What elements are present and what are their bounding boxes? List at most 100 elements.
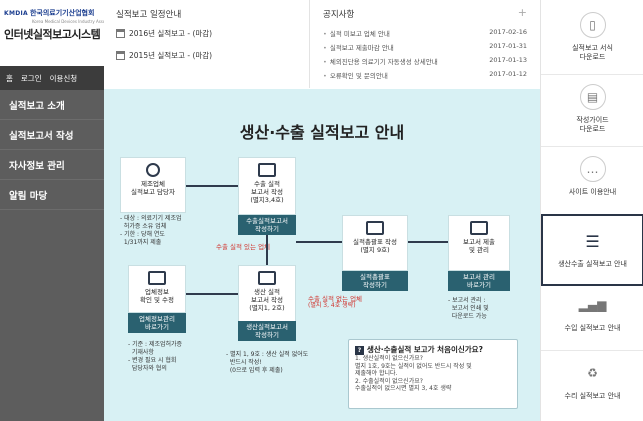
- flow-arrow: [186, 185, 238, 187]
- sidebar-item-write-report[interactable]: 실적보고서 작성: [0, 120, 104, 150]
- schedule-panel: 실적보고 일정안내 2016년 실적보고 - (마감) 2015년 실적보고 -…: [104, 0, 310, 88]
- notice-text: 실적 미보고 업체 안내: [329, 30, 390, 38]
- signup-link[interactable]: 이용신청: [49, 73, 78, 83]
- notice-row[interactable]: •실적 미보고 업체 안내 2017-02-16: [323, 28, 527, 38]
- faq-line: 1. 생산실적이 없으신가요?: [355, 355, 423, 362]
- production-note: - 별지 1, 9호 : 생산 실적 없어도 반드시 작성! (0으로 입력 후…: [226, 351, 309, 374]
- document-icon: ▯: [579, 12, 606, 38]
- step-submit-label: 보고서 제출 및 관리: [463, 238, 495, 254]
- export-no-label: 수출 실적 없는 업체: [308, 295, 363, 303]
- step-company-label: 업체정보 확인 및 수정: [139, 288, 175, 304]
- recycle-icon: ♻: [579, 360, 606, 386]
- notice-text: 실적보고 제출마감 안내: [329, 44, 394, 52]
- notice-panel: 공지사항 + •실적 미보고 업체 안내 2017-02-16 •실적보고 제출…: [311, 0, 539, 88]
- chat-icon: …: [579, 156, 606, 182]
- notice-date: 2017-01-12: [489, 70, 527, 78]
- schedule-item-label: 2015년 실적보고 - (마감): [129, 51, 213, 60]
- quick-site-guide-label: 사이트 이용안내: [568, 188, 617, 196]
- bar-chart-icon: ▂▄▆: [579, 292, 606, 318]
- company-note: - 기준 : 제조업허가증 기재사항 - 변경 필요 시 협회 담당자와 협의: [128, 341, 183, 372]
- faq-title: 생산·수출실적 보고가 처음이신가요?: [367, 345, 483, 354]
- step-summary: 실적총괄표 작성 (별지 9호): [342, 215, 408, 271]
- quick-import-report[interactable]: ▂▄▆ 수입 실적보고 안내: [541, 292, 643, 346]
- flow-arrow: [266, 235, 268, 265]
- logo-mark: KMDIA: [4, 9, 28, 17]
- question-icon: ?: [355, 346, 364, 355]
- more-icon[interactable]: +: [517, 6, 527, 19]
- quick-guide-download[interactable]: ▤ 작성가이드 다운로드: [541, 84, 643, 144]
- export-report-button[interactable]: 수출실적보고서 작성하기: [238, 215, 296, 235]
- monitor-icon: [148, 271, 166, 285]
- flow-arrow: [296, 241, 342, 243]
- notice-text: 체외진단용 의료기기 자동생성 상세안내: [329, 58, 438, 66]
- notice-row[interactable]: •실적보고 제출마감 안내 2017-01-31: [323, 42, 527, 52]
- bullet-icon: •: [323, 58, 327, 66]
- person-icon: [146, 163, 160, 177]
- schedule-item-label: 2016년 실적보고 - (마감): [129, 29, 213, 38]
- site-logo[interactable]: KMDIA 한국의료기기산업협회 Korea Medical Devices I…: [0, 0, 119, 66]
- book-icon: [366, 221, 384, 235]
- step-company: 업체정보 확인 및 수정: [128, 265, 186, 313]
- export-yes-label: 수출 실적 있는 업체: [216, 243, 271, 251]
- login-link[interactable]: 로그인: [20, 73, 42, 83]
- faq-line: 2. 수출실적이 없으신가요?: [355, 377, 423, 385]
- sidebar-item-company-info[interactable]: 자사정보 관리: [0, 150, 104, 180]
- quick-form-download-label: 실적보고 서식 다운로드: [572, 44, 613, 61]
- database-icon: ☰: [579, 228, 606, 254]
- quick-form-download[interactable]: ▯ 실적보고 서식 다운로드: [541, 12, 643, 72]
- faq-line: 제출해야 합니다.: [355, 370, 398, 377]
- manager-note: - 대상 : 의료기기 제조업 허가증 소유 업체 - 기한 : 당해 연도 1…: [120, 215, 182, 246]
- schedule-title: 실적보고 일정안내: [116, 10, 182, 20]
- quick-site-guide[interactable]: … 사이트 이용안내: [541, 156, 643, 210]
- notice-row[interactable]: •오류확인 및 문의안내 2017-01-12: [323, 70, 527, 80]
- book-icon: [258, 163, 276, 177]
- calendar-icon: [116, 29, 125, 38]
- sidebar-item-intro[interactable]: 실적보고 소개: [0, 90, 104, 120]
- right-quick-menu: ▯ 실적보고 서식 다운로드 ▤ 작성가이드 다운로드 … 사이트 이용안내 ☰…: [540, 0, 643, 421]
- production-report-button[interactable]: 생산실적보고서 작성하기: [238, 321, 296, 341]
- quick-production-export-label: 생산수출 실적보고 안내: [558, 260, 627, 268]
- notice-title: 공지사항: [323, 10, 355, 20]
- sidebar-item-notices[interactable]: 알림 마당: [0, 180, 104, 210]
- process-diagram: 생산·수출 실적보고 안내 제조업체 실적보고 담당자 - 대상 : 의료기기 …: [104, 89, 540, 421]
- quick-repair-report-label: 수리 실적보고 안내: [564, 392, 621, 400]
- flow-arrow: [408, 241, 448, 243]
- logo-org-name: 한국의료기기산업협회: [29, 9, 95, 17]
- step-summary-label: 실적총괄표 작성 (별지 9호): [353, 238, 397, 254]
- bullet-icon: •: [323, 44, 327, 52]
- quick-production-export[interactable]: ☰ 생산수출 실적보고 안내: [541, 214, 643, 286]
- book-icon: [258, 271, 276, 285]
- faq-line: 별지 1호, 9호는 실적이 없어도 반드시 작성 및: [355, 362, 472, 370]
- quick-repair-report[interactable]: ♻ 수리 실적보고 안내: [541, 360, 643, 414]
- export-no-sub: (별지 3, 4호 생략): [308, 302, 356, 309]
- faq-line: 수출실적이 없으시면 별지 3, 4호 생략: [355, 385, 452, 392]
- faq-box: ?생산·수출실적 보고가 처음이신가요? 1. 생산실적이 없으신가요? 별지 …: [348, 339, 518, 409]
- step-manager-label: 제조업체 실적보고 담당자: [131, 180, 175, 196]
- notice-date: 2017-01-13: [489, 56, 527, 64]
- home-link[interactable]: 홈: [6, 73, 13, 83]
- diagram-title: 생산·수출 실적보고 안내: [239, 123, 405, 142]
- schedule-item[interactable]: 2015년 실적보고 - (마감): [116, 50, 297, 61]
- flow-arrow: [186, 293, 238, 295]
- step-manager: 제조업체 실적보고 담당자: [120, 157, 186, 213]
- summary-button[interactable]: 실적총괄표 작성하기: [342, 271, 408, 291]
- bullet-icon: •: [323, 72, 327, 80]
- logo-org-name-en: Korea Medical Devices Industry Associati…: [32, 19, 119, 24]
- company-button[interactable]: 업체정보관리 바로가기: [128, 313, 186, 333]
- quick-guide-download-label: 작성가이드 다운로드: [576, 116, 609, 133]
- top-links: 홈 로그인 이용신청: [0, 66, 104, 90]
- notice-date: 2017-02-16: [489, 28, 527, 36]
- notice-text: 오류확인 및 문의안내: [329, 72, 388, 80]
- submit-button[interactable]: 보고서 관리 바로가기: [448, 271, 510, 291]
- step-production-report-label: 생산 실적 보고서 작성 (별지1, 2호): [249, 288, 285, 312]
- notice-date: 2017-01-31: [489, 42, 527, 50]
- step-export-report-label: 수출 실적 보고서 작성 (별지3,4호): [250, 180, 284, 204]
- notice-row[interactable]: •체외진단용 의료기기 자동생성 상세안내 2017-01-13: [323, 56, 527, 66]
- schedule-item[interactable]: 2016년 실적보고 - (마감): [116, 28, 297, 39]
- guide-icon: ▤: [579, 84, 606, 110]
- left-sidebar: KMDIA 한국의료기기산업협회 Korea Medical Devices I…: [0, 0, 119, 421]
- quick-import-report-label: 수입 실적보고 안내: [564, 324, 621, 332]
- upload-icon: [470, 221, 488, 235]
- bullet-icon: •: [323, 30, 327, 38]
